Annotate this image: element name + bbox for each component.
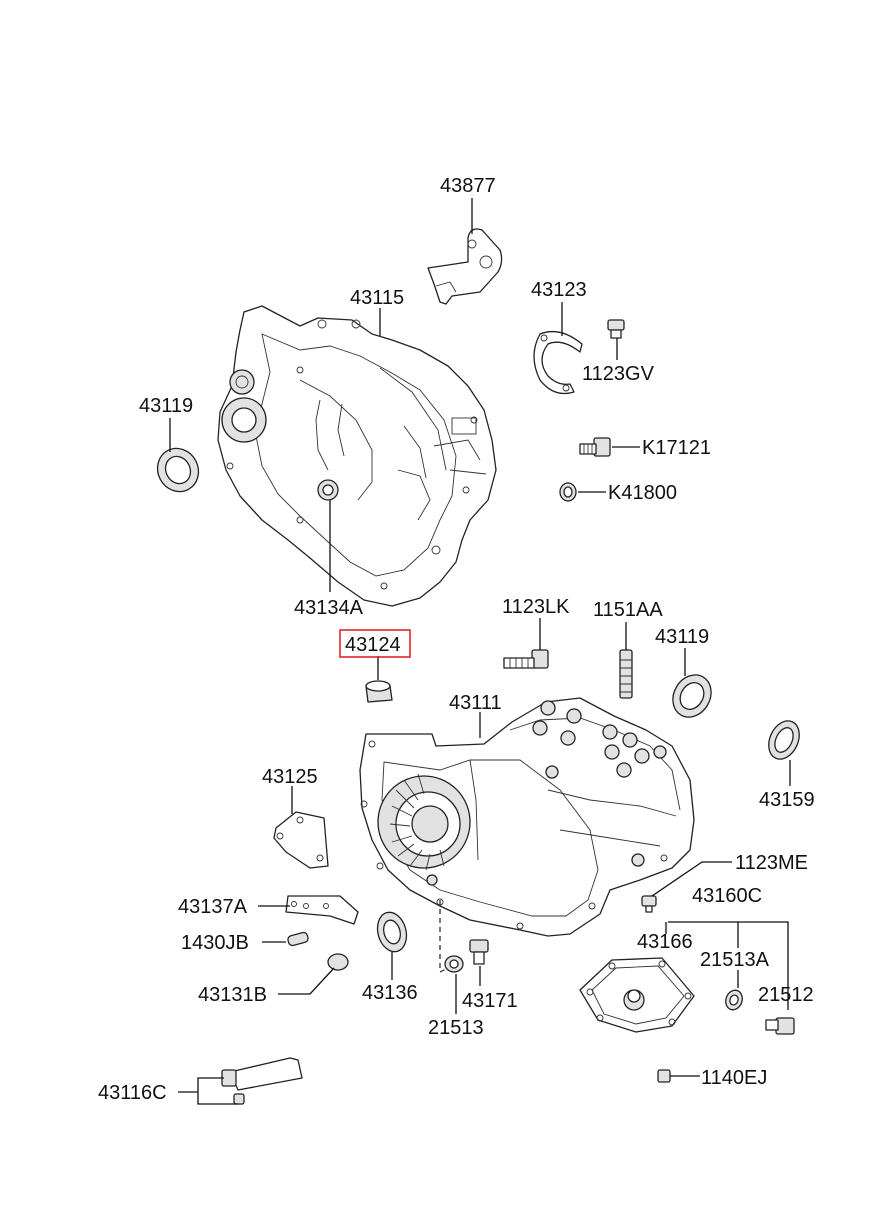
part-21513-washer [444,955,464,973]
part-43166-cover [579,957,695,1033]
part-43136-seal [376,911,408,953]
part-43124-bushing [365,680,393,703]
part-43123-retainer [533,330,583,395]
part-1140EJ-bolt [657,1069,671,1083]
label-43134A[interactable]: 43134A [294,597,364,619]
part-1123GV-bolt [607,319,625,339]
part-K41800-washer [559,482,577,502]
part-21513A-washer [725,989,743,1011]
label-1123LK[interactable]: 1123LK [502,596,570,618]
part-1123ME-bolt [641,895,657,913]
label-1151AA[interactable]: 1151AA [593,599,663,621]
label-43111[interactable]: 43111 [449,692,502,714]
part-43111-transaxle-case [359,697,695,937]
label-K41800[interactable]: K41800 [608,482,677,504]
label-21513[interactable]: 21513 [428,1017,484,1039]
part-43137A-bracket [285,895,359,925]
part-43125-cover-plate [273,811,329,869]
label-43171[interactable]: 43171 [462,990,518,1012]
part-43115-clutch-housing [217,305,497,607]
label-1430JB[interactable]: 1430JB [181,932,249,954]
part-43159-seal [768,720,800,760]
leader-lines [169,198,791,1105]
label-43125[interactable]: 43125 [262,766,318,788]
label-1140EJ[interactable]: 1140EJ [701,1067,767,1089]
label-43116C[interactable]: 43116C [98,1082,167,1104]
label-43137A[interactable]: 43137A [178,896,248,918]
part-43131B-plug [327,953,349,971]
label-21513A[interactable]: 21513A [700,949,770,971]
label-K17121[interactable]: K17121 [642,437,711,459]
part-1430JB-pin [287,931,309,947]
label-43160C[interactable]: 43160C [692,885,762,907]
label-43123[interactable]: 43123 [531,279,587,301]
label-43115[interactable]: 43115 [350,287,404,309]
part-1151AA-stud [619,649,633,699]
label-43159[interactable]: 43159 [759,789,815,811]
label-43131B[interactable]: 43131B [198,984,267,1006]
part-43119-seal-left [156,447,200,493]
label-43124[interactable]: 43124 [345,634,401,656]
label-43877[interactable]: 43877 [440,175,496,197]
part-43171-plug [469,939,489,965]
part-1123LK-bolt [503,649,549,669]
label-1123ME[interactable]: 1123ME [735,852,808,874]
label-43119-right[interactable]: 43119 [655,626,709,648]
label-43119-left[interactable]: 43119 [139,395,193,417]
label-21512[interactable]: 21512 [758,984,814,1006]
part-43119-seal-right [672,674,712,718]
label-43166[interactable]: 43166 [637,931,693,953]
highlight-box-43124 [339,629,411,658]
part-K17121-bolt [579,437,611,457]
label-43136[interactable]: 43136 [362,982,418,1004]
part-21512-plug [765,1017,795,1035]
part-43116C-sealant [221,1057,303,1105]
label-1123GV[interactable]: 1123GV [582,363,655,385]
part-43877-bracket [427,228,503,305]
